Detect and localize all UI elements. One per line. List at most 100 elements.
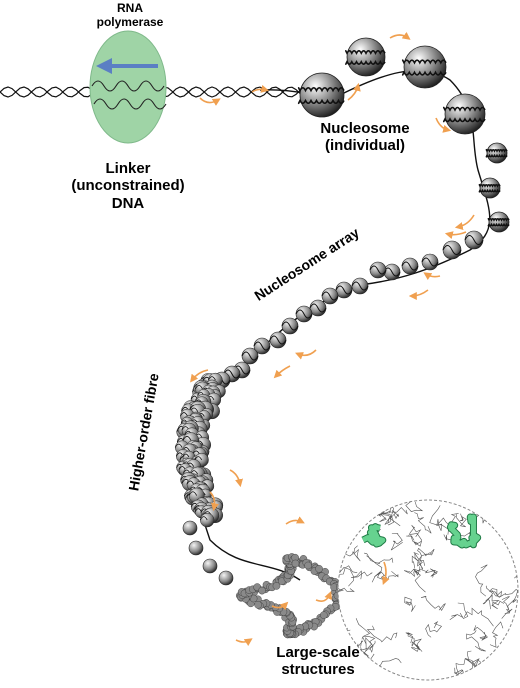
- linker-dna-label: Linker(unconstrained)DNA: [48, 160, 208, 212]
- nucleosome-wrap: [442, 106, 486, 112]
- loop-bead: [258, 586, 266, 595]
- array-wrap: [241, 351, 259, 361]
- nucleosome-wrap: [297, 98, 345, 105]
- supercoiling-arrow-icon: [315, 591, 332, 602]
- fibre-wrap: [199, 516, 208, 521]
- supercoiling-arrow-icon: [273, 365, 291, 379]
- tail-nucleosome: [182, 520, 198, 536]
- chromatin-scribble: [411, 638, 422, 652]
- array-wrap: [309, 303, 327, 313]
- chromatin-scribble: [410, 533, 422, 547]
- chromatin-scribble: [406, 524, 422, 541]
- chromatin-scribble: [404, 596, 416, 612]
- nucleosome-wrap: [485, 148, 508, 153]
- chromatin-scribble: [403, 568, 429, 578]
- array-wrap: [383, 267, 401, 277]
- chromatin-scribble: [342, 545, 361, 562]
- fibre-wrap: [194, 508, 202, 512]
- fibre-nucleosome: [200, 512, 215, 528]
- fibre-wrap: [180, 412, 188, 417]
- chromatin-scribble: [475, 564, 488, 597]
- supercoiling-arrow-icon: [271, 601, 289, 611]
- chromatin-scribble: [364, 552, 394, 564]
- supercoiling-arrow-icon: [347, 82, 361, 101]
- chromatin-scribble: [355, 618, 376, 653]
- chromatin-scribble: [424, 568, 439, 578]
- nucleosome-wrap: [485, 153, 508, 158]
- supercoiling-arrow-icon: [229, 469, 243, 488]
- supercoiling-arrow-icon: [295, 349, 317, 360]
- nucleosome-wrap: [442, 117, 486, 123]
- fibre-wrap: [208, 376, 216, 381]
- supercoiling-arrow-icon: [382, 561, 390, 585]
- chromatin-scribble: [403, 500, 424, 512]
- supercoiling-arrow-icon: [444, 231, 467, 240]
- array-wrap: [253, 341, 271, 351]
- supercoiling-arrow-icon: [423, 272, 441, 280]
- fibre-wrap: [182, 453, 190, 458]
- label-line: Large-scale: [276, 644, 360, 661]
- loop-bead: [254, 601, 262, 609]
- array-wrap: [464, 235, 484, 245]
- array-wrap: [281, 321, 299, 331]
- nucleosome-bead-icon: [299, 72, 345, 118]
- chromatin-scribble: [376, 501, 392, 516]
- nucleosome-array-beads: [174, 230, 484, 586]
- chromatin-scribble: [345, 521, 355, 541]
- fibre-wrap: [194, 456, 203, 461]
- tail-nucleosome: [218, 570, 234, 586]
- loop-bead: [291, 559, 300, 568]
- loop-bead: [315, 565, 323, 573]
- chromatin-scribble: [338, 500, 352, 501]
- chromatin-scribble: [413, 566, 426, 593]
- fibre-wrap: [195, 384, 203, 390]
- array-wrap: [421, 257, 439, 267]
- large-scale-loop: [235, 553, 344, 639]
- nucleosome-wrap: [297, 87, 345, 93]
- chromatin-scribble: [449, 602, 469, 621]
- nucleosome-wrap: [401, 70, 447, 76]
- supercoiling-arrow-icon: [199, 97, 221, 106]
- chromatin-scribble: [405, 632, 423, 652]
- nucleosome-bead-icon: [486, 142, 508, 164]
- array-wrap: [401, 261, 419, 271]
- chromatin-scribble: [413, 551, 423, 571]
- array-wrap: [442, 245, 462, 255]
- chromatin-scribble: [354, 636, 372, 651]
- chromatin-scribble: [338, 565, 358, 587]
- label-line: (unconstrained): [71, 177, 185, 195]
- fibre-wrap: [174, 443, 183, 448]
- chromatin-scribble: [464, 607, 494, 627]
- chromatin-scribble: [482, 585, 493, 610]
- chromatin-scribble: [379, 509, 399, 520]
- nucleosome-wrap: [478, 188, 501, 193]
- supercoiling-arrows: [190, 31, 475, 646]
- label-line: Nucleosome: [320, 120, 410, 137]
- nucleosome-wrap: [478, 183, 501, 188]
- label-line: Linker: [105, 160, 151, 177]
- array-wrap: [295, 309, 313, 319]
- chromatin-scribble: [478, 500, 490, 508]
- chromatin-scribble: [414, 512, 432, 534]
- chromatin-scribble: [501, 596, 513, 619]
- chromatin-scribble: [351, 570, 373, 580]
- loop-bead: [272, 582, 281, 590]
- nucleosome-bead-icon: [488, 211, 510, 233]
- array-wrap: [269, 335, 287, 345]
- chromatin-scribble: [489, 621, 504, 648]
- chromatin-scribble: [411, 548, 435, 569]
- chromatin-scribble: [485, 500, 499, 513]
- chromatin-scribble: [508, 670, 518, 680]
- label-line: RNA: [117, 1, 143, 15]
- nucleosome-wrap: [345, 50, 386, 55]
- highlight-domain-inner: [447, 514, 481, 548]
- chromatin-scribble: [485, 594, 505, 610]
- loop-bead: [304, 561, 312, 570]
- chromatin-scribble: [455, 650, 472, 675]
- nucleosome-wrap: [487, 222, 510, 227]
- chromatin-scribble: [390, 533, 403, 551]
- tail-nucleosome: [202, 558, 218, 574]
- chromatin-scribble: [487, 658, 502, 680]
